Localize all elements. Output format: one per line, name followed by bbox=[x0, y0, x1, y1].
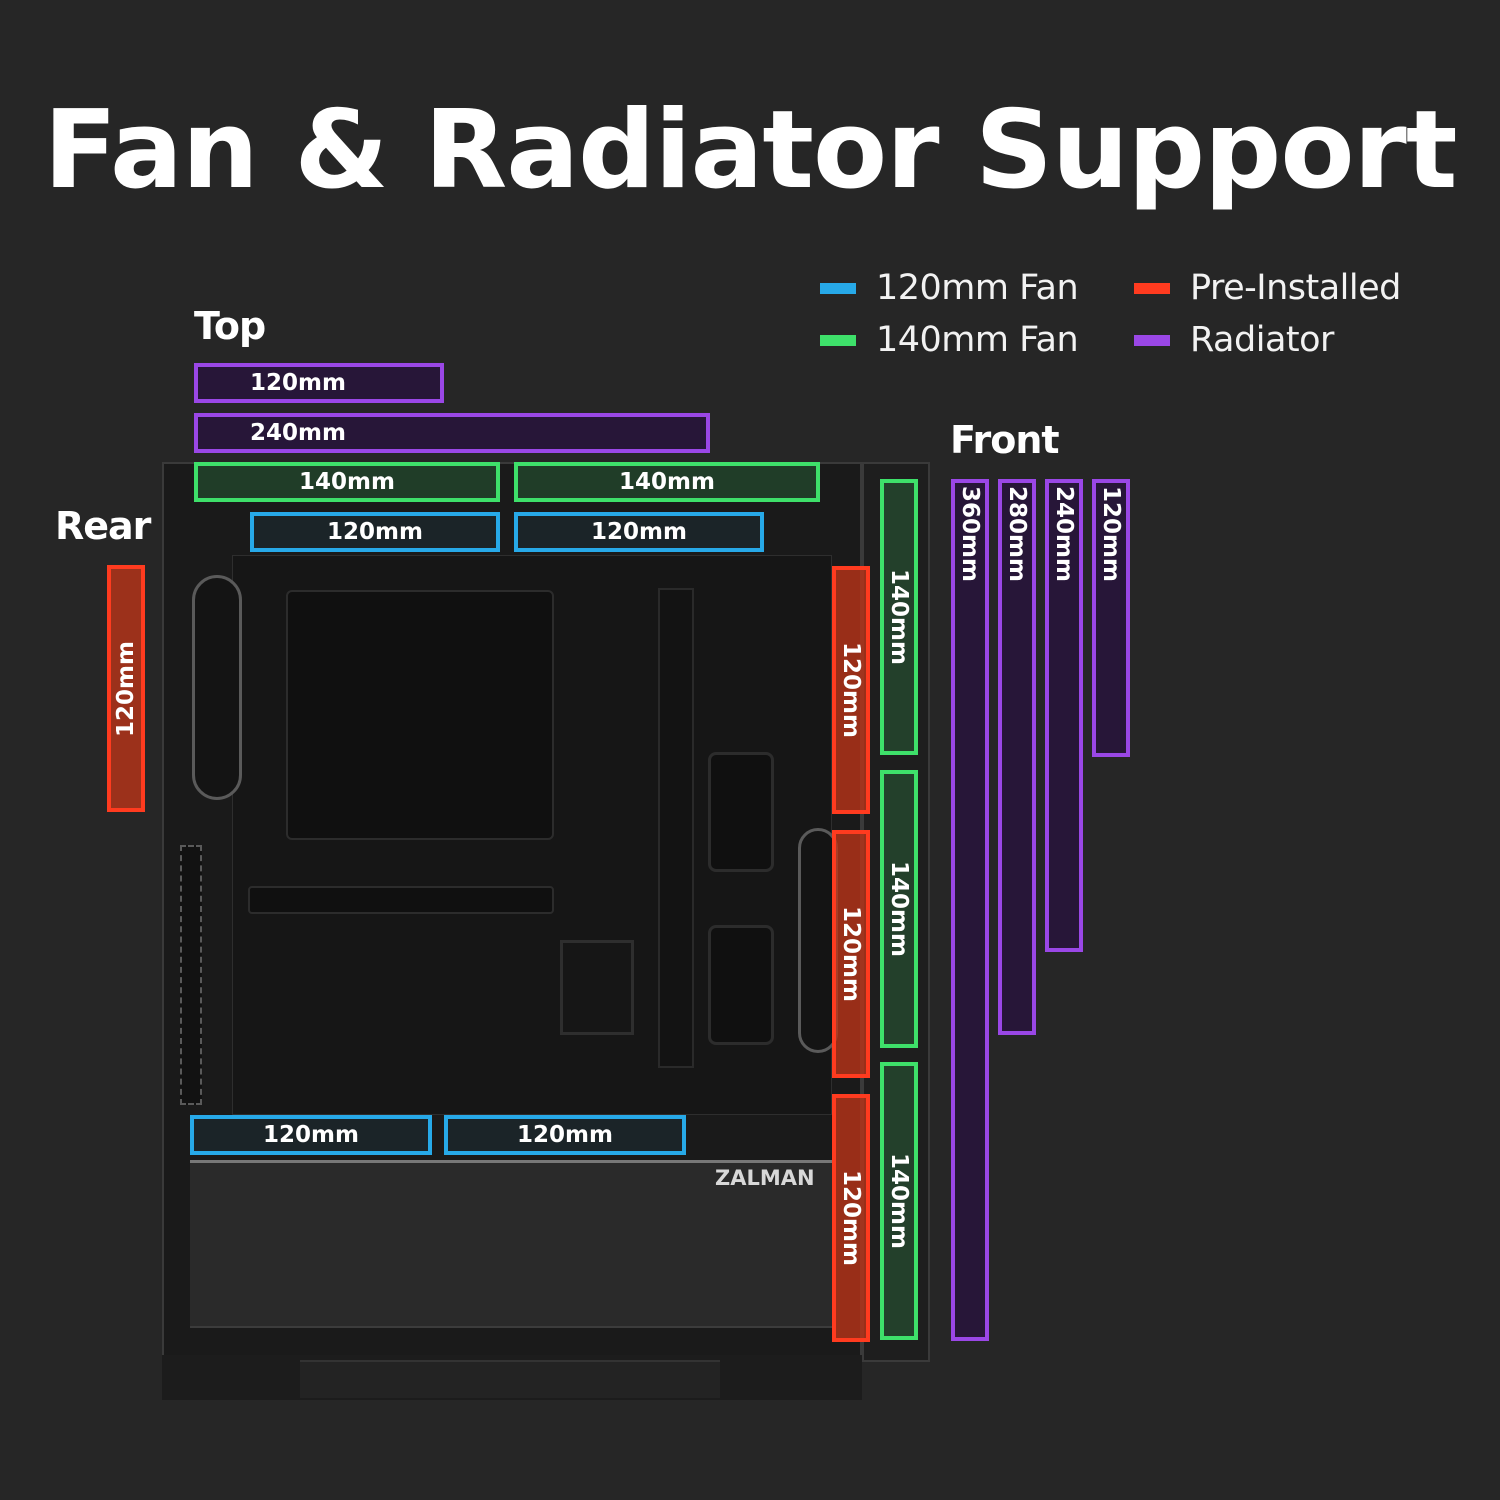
mount-label: 240mm bbox=[250, 420, 346, 446]
front-radiator-120: 120mm bbox=[1092, 479, 1130, 757]
front-radiator-240: 240mm bbox=[1045, 479, 1083, 952]
mount-label: 140mm bbox=[886, 861, 913, 957]
mount-label: 140mm bbox=[886, 569, 913, 665]
cable-slot bbox=[248, 886, 554, 914]
cpu-cutout bbox=[286, 590, 554, 840]
front-radiator-280: 280mm bbox=[998, 479, 1036, 1035]
mount-label: 120mm bbox=[838, 642, 865, 738]
top-fan-140-a: 140mm bbox=[194, 462, 500, 502]
bottom-fan-120-b: 120mm bbox=[444, 1115, 686, 1155]
top-radiator-120: 120mm bbox=[194, 363, 444, 403]
page-title: Fan & Radiator Support bbox=[43, 88, 1458, 213]
mount-label: 140mm bbox=[299, 469, 395, 495]
case-foot-recess bbox=[300, 1360, 720, 1398]
rear-fan-ring bbox=[192, 575, 242, 800]
legend-label: 140mm Fan bbox=[876, 320, 1079, 360]
mount-label: 240mm bbox=[1051, 486, 1078, 582]
front-preinstalled-fan-120-b: 120mm bbox=[832, 830, 870, 1078]
front-fan-140-c: 140mm bbox=[880, 1062, 918, 1340]
section-label-front: Front bbox=[950, 418, 1060, 462]
rear-expansion-slots bbox=[180, 845, 202, 1105]
mount-label: 120mm bbox=[517, 1122, 613, 1148]
top-radiator-240: 240mm bbox=[194, 413, 710, 453]
drive-bay-column bbox=[658, 588, 694, 1068]
mount-label: 120mm bbox=[263, 1122, 359, 1148]
bottom-fan-120-a: 120mm bbox=[190, 1115, 432, 1155]
mount-label: 360mm bbox=[957, 486, 984, 582]
legend-item-radiator: Radiator bbox=[1134, 320, 1334, 360]
front-radiator-360: 360mm bbox=[951, 479, 989, 1341]
mount-label: 140mm bbox=[886, 1153, 913, 1249]
mount-label: 120mm bbox=[838, 906, 865, 1002]
ssd-bracket-upper bbox=[708, 752, 774, 872]
legend-swatch-green bbox=[820, 334, 856, 346]
mount-label: 120mm bbox=[591, 519, 687, 545]
top-fan-120-b: 120mm bbox=[514, 512, 764, 552]
mount-label: 120mm bbox=[838, 1170, 865, 1266]
section-label-top: Top bbox=[194, 304, 266, 348]
top-fan-120-a: 120mm bbox=[250, 512, 500, 552]
mount-label: 140mm bbox=[619, 469, 715, 495]
brand-logo: ZALMAN bbox=[715, 1166, 815, 1190]
z-logo-emboss bbox=[560, 940, 634, 1035]
mount-label: 120mm bbox=[113, 640, 140, 737]
front-preinstalled-fan-120-a: 120mm bbox=[832, 566, 870, 814]
legend-item-pre-installed: Pre-Installed bbox=[1134, 268, 1401, 308]
psu-shroud bbox=[190, 1160, 832, 1328]
front-fan-140-b: 140mm bbox=[880, 770, 918, 1048]
front-preinstalled-fan-120-c: 120mm bbox=[832, 1094, 870, 1342]
ssd-bracket-lower bbox=[708, 925, 774, 1045]
section-label-rear: Rear bbox=[55, 504, 151, 548]
legend-swatch-purple bbox=[1134, 334, 1170, 346]
mount-label: 120mm bbox=[1098, 486, 1125, 582]
legend-label: Pre-Installed bbox=[1190, 268, 1401, 308]
mount-label: 280mm bbox=[1004, 486, 1031, 582]
legend-label: 120mm Fan bbox=[876, 268, 1079, 308]
legend-item-120mm-fan: 120mm Fan bbox=[820, 268, 1079, 308]
front-fan-140-a: 140mm bbox=[880, 479, 918, 755]
legend-swatch-red bbox=[1134, 282, 1170, 294]
legend-item-140mm-fan: 140mm Fan bbox=[820, 320, 1079, 360]
front-panel bbox=[862, 462, 930, 1362]
rear-preinstalled-fan-120: 120mm bbox=[107, 565, 145, 812]
mount-label: 120mm bbox=[327, 519, 423, 545]
mount-label: 120mm bbox=[250, 370, 346, 396]
legend-swatch-blue bbox=[820, 282, 856, 294]
top-fan-140-b: 140mm bbox=[514, 462, 820, 502]
legend-label: Radiator bbox=[1190, 320, 1334, 360]
